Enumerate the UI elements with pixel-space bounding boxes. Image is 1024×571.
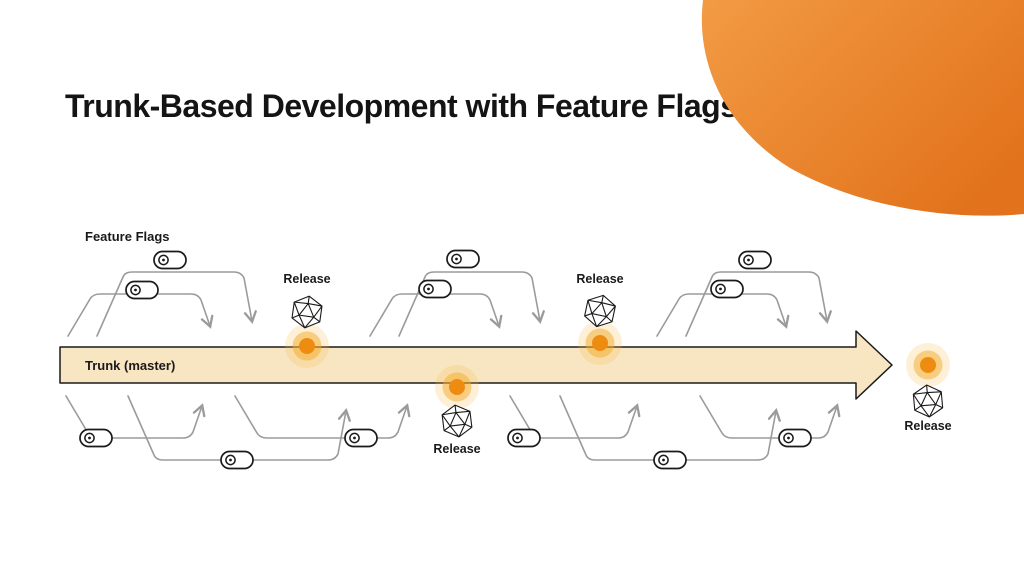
flag-gem-icon (440, 402, 474, 440)
feature-toggle-icon (79, 428, 113, 448)
page-title: Trunk-Based Development with Feature Fla… (65, 88, 738, 124)
branch-arrow (699, 395, 841, 439)
feature-toggle-icon (418, 279, 452, 299)
branch-arrow (685, 271, 832, 337)
flag-gem-icon (582, 291, 618, 331)
release-marker: Release (283, 272, 331, 368)
feature-flags-label: Feature Flags (85, 229, 170, 244)
feature-toggle-icon (125, 280, 159, 300)
decorative-blob (701, 0, 1024, 216)
feature-toggle-icon (153, 250, 187, 270)
feature-toggle-icon (653, 450, 687, 470)
release-marker: Release (433, 365, 481, 456)
release-glow-icon (578, 321, 622, 365)
trunk-label: Trunk (master) (85, 358, 175, 373)
feature-toggle-icon (710, 279, 744, 299)
branch-arrow (656, 293, 790, 337)
release-marker: Release (904, 343, 952, 433)
feature-toggle-icon (344, 428, 378, 448)
flag-gem-icon (290, 293, 324, 331)
release-label: Release (576, 272, 623, 286)
branch-arrow (127, 395, 351, 461)
flag-gem-icon (912, 383, 944, 419)
feature-toggle-icon (446, 249, 480, 269)
branch-arrow (369, 293, 503, 337)
feature-toggle-icon (507, 428, 541, 448)
release-label: Release (433, 442, 480, 456)
feature-toggle-icon (778, 428, 812, 448)
branch-arrow (96, 271, 257, 337)
release-glow-icon (435, 365, 479, 409)
release-glow-icon (906, 343, 950, 387)
release-glow-icon (285, 324, 329, 368)
branch-arrow (67, 293, 214, 337)
branch-arrow (559, 395, 781, 461)
trunk-arrow (59, 330, 893, 400)
release-marker: Release (576, 272, 624, 365)
release-label: Release (904, 419, 951, 433)
branch-arrow (234, 395, 411, 439)
release-label: Release (283, 272, 330, 286)
branch-arrow (398, 271, 545, 337)
feature-toggle-icon (220, 450, 254, 470)
feature-toggle-icon (738, 250, 772, 270)
